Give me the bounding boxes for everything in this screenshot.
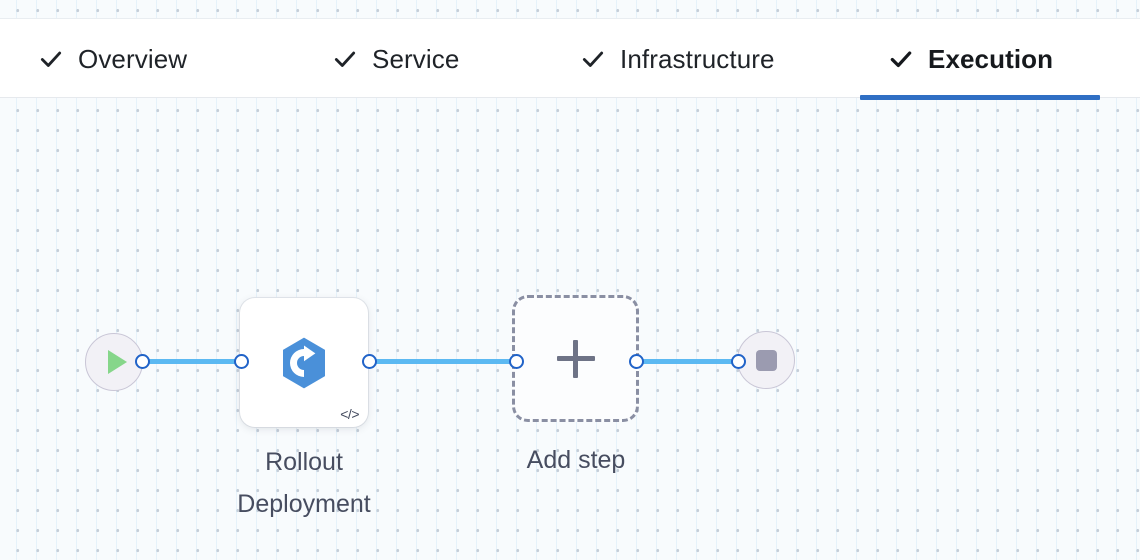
tab-execution[interactable]: Execution xyxy=(860,19,1100,100)
check-icon xyxy=(890,51,912,68)
step-node-rollout-label: Rollout Deployment xyxy=(237,448,371,518)
tab-execution-label: Execution xyxy=(928,44,1054,74)
execution-flow-graph: </> Rollout Deployment Add step xyxy=(0,98,1140,560)
step-node-rollout-deployment[interactable]: </> xyxy=(240,298,368,427)
tab-infrastructure-label: Infrastructure xyxy=(620,44,775,74)
port-start-output[interactable] xyxy=(135,354,150,369)
tab-overview[interactable]: Overview xyxy=(38,19,253,99)
port-rollout-input[interactable] xyxy=(234,354,249,369)
port-rollout-output[interactable] xyxy=(362,354,377,369)
add-step-label: Add step xyxy=(526,446,626,474)
check-icon xyxy=(40,51,62,67)
tab-active-underline xyxy=(860,95,1100,100)
edge-addstep-to-end[interactable] xyxy=(635,359,741,364)
tab-service[interactable]: Service xyxy=(332,19,495,99)
edge-start-to-rollout[interactable] xyxy=(140,359,244,364)
play-icon xyxy=(107,350,127,374)
port-addstep-output[interactable] xyxy=(629,354,644,369)
check-icon xyxy=(582,51,604,67)
rollout-deployment-icon xyxy=(283,337,325,388)
code-icon: </> xyxy=(340,406,359,422)
check-icon xyxy=(334,51,356,67)
tab-service-label: Service xyxy=(372,44,460,74)
pipeline-setup-tabbar: Overview Service Infrastructure Executio… xyxy=(0,18,1140,100)
add-step-node[interactable] xyxy=(512,295,639,422)
tab-infrastructure[interactable]: Infrastructure xyxy=(580,19,820,99)
stop-icon xyxy=(755,349,777,371)
tab-overview-label: Overview xyxy=(78,44,188,74)
port-addstep-input[interactable] xyxy=(509,354,524,369)
plus-icon xyxy=(556,339,595,378)
edge-rollout-to-addstep[interactable] xyxy=(367,359,519,364)
port-end-input[interactable] xyxy=(731,354,746,369)
